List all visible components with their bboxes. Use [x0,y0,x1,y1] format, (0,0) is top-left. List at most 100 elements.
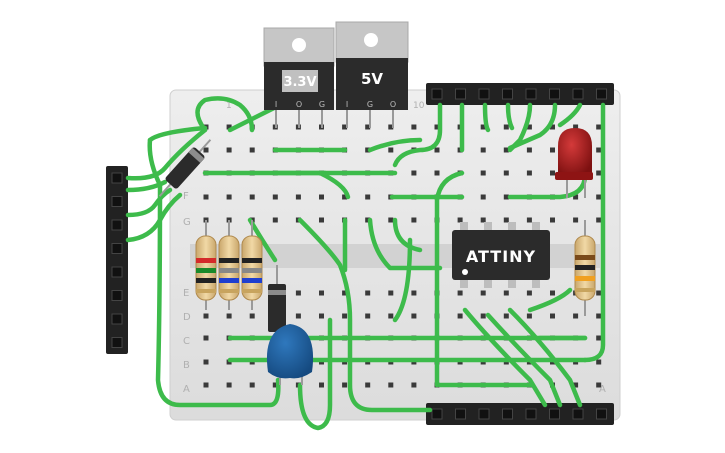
breadboard-hole [550,124,555,130]
wire [297,317,333,431]
diode-vertical [268,265,286,338]
breadboard-hole [203,335,209,341]
wire [195,96,255,133]
column-number-10: 10 [413,101,425,111]
header-pin [111,196,123,207]
wire [367,217,443,271]
resistor-1 [195,220,217,310]
breadboard-hole [503,124,509,130]
header-pin [111,266,123,278]
resistor-icon [195,220,217,310]
breadboard-hole [480,217,486,223]
voltage-regulator-icon [263,27,335,128]
breadboard-hole [550,290,555,296]
breadboard-hole [295,194,301,200]
breadboard-hole [272,217,278,223]
breadboard-hole [342,290,348,296]
wire [392,237,413,323]
breadboard-hole [249,194,255,200]
breadboard-hole [249,382,255,388]
header-pin [596,88,607,100]
breadboard-hole [503,313,509,319]
breadboard-hole [596,194,602,200]
breadboard-hole [226,194,232,200]
breadboard-hole [503,290,509,296]
header-pin [478,88,490,100]
wire [505,102,515,131]
breadboard-hole [503,170,509,176]
breadboard-hole [226,382,232,388]
breadboard-hole [550,217,555,223]
breadboard-hole [480,147,486,153]
top-pin-header [426,83,614,105]
row-letter-c: C [183,336,190,347]
wire [557,102,583,128]
breadboard-hole [573,382,579,388]
breadboard-hole [457,290,463,296]
wire [582,102,606,363]
breadboard-hole [596,382,602,388]
breadboard-hole [596,124,602,130]
wire [434,170,465,388]
breadboard-hole [411,290,417,296]
breadboard-hole [203,359,209,365]
wire [147,125,208,143]
breadboard-hole [596,217,602,223]
bottom-pin-header [426,403,614,425]
breadboard-hole [319,194,324,200]
header-pin [572,88,584,100]
header-pin [455,408,466,420]
breadboard-hole [503,217,509,223]
voltage-regulator-3v3: 3.3V I O G [263,27,335,128]
breadboard-hole [596,313,602,319]
wire [297,217,433,413]
wire [125,179,168,193]
header-pin [549,408,560,420]
regulator-5v-label: 5V [361,70,383,88]
breadboard-hole [411,313,417,319]
wire [485,312,563,408]
breadboard-hole [411,382,417,388]
capacitor-icon [266,324,314,385]
breadboard-hole [388,147,394,153]
led [555,128,593,198]
breadboard-hole [596,359,602,365]
regulator-5v-pin-2: G [367,100,373,109]
breadboard-hole [319,313,324,319]
breadboard-hole [596,335,602,341]
wire [125,127,208,181]
breadboard-hole [526,170,532,176]
wire [527,287,573,313]
breadboard-hole [434,170,440,176]
capacitor [266,324,314,385]
breadboard-hole [503,194,509,200]
row-letter-g: G [183,217,191,228]
header-pin [596,408,607,420]
breadboard-hole [365,147,371,153]
breadboard-hole [480,124,486,130]
breadboard-hole [295,313,301,319]
breadboard-hole [573,313,579,319]
header-pin [111,337,123,348]
breadboard-hole [365,382,371,388]
header-pin [549,88,560,100]
header-pin [455,88,466,100]
left-header-pins [111,172,123,348]
top-header-pins [431,88,607,100]
header-pin [502,408,513,420]
bottom-header-pins [431,408,607,420]
breadboard-hole [596,290,602,296]
header-pin [111,290,123,301]
header-pin [431,408,443,420]
breadboard-hole [342,124,348,130]
resistor-4 [574,220,596,316]
row-letter-a-right: A [599,384,606,395]
breadboard-hole [457,313,463,319]
breadboard-hole [526,217,532,223]
ic-chip-icon [452,222,550,288]
breadboard-hole [388,124,394,130]
breadboard-hole [388,313,394,319]
breadboard-hole [411,217,417,223]
breadboard-hole [226,147,232,153]
